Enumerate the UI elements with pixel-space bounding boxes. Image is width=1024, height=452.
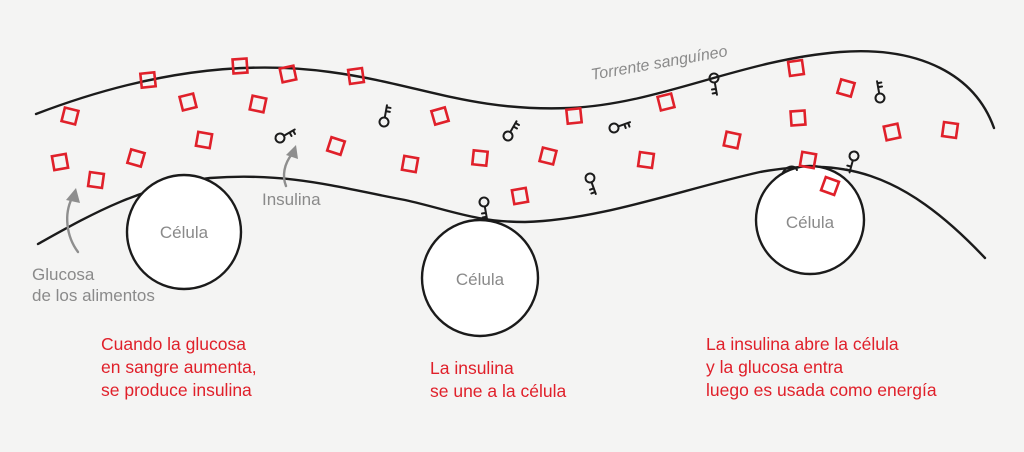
cell-right-label: Célula (786, 213, 835, 232)
key-icon (502, 120, 520, 142)
caption-step-2: La insulina se une a la célula (430, 357, 566, 403)
glucose-icon (194, 130, 214, 150)
glucose-icon (59, 105, 81, 127)
cell-middle: Célula (420, 218, 540, 338)
glucose-icon (655, 91, 677, 113)
caption-step-3: La insulina abre la célula y la glucosa … (706, 333, 937, 402)
cell-opening-hook (781, 165, 798, 175)
glucose-icon (325, 135, 347, 157)
curved-arrow-icon (66, 196, 80, 254)
cell-left-label: Célula (160, 223, 209, 242)
curved-arrow-icon (282, 152, 294, 188)
glucose-icon (882, 122, 902, 142)
key-icon (584, 172, 597, 195)
insulin-label: Insulina (262, 190, 321, 209)
glucose-icon (470, 148, 490, 168)
cell-right: Célula (754, 164, 866, 276)
cell-middle-label: Célula (456, 270, 505, 289)
glucose-icon (786, 58, 806, 78)
caption-step-1-line-2: en sangre aumenta, (101, 357, 257, 377)
cell-right-circle (754, 164, 866, 276)
glucose-icon (125, 147, 147, 169)
key-icon (708, 72, 720, 96)
glucose-icon (231, 57, 249, 75)
key-icon (274, 128, 296, 144)
glucose-icon (798, 150, 818, 170)
glucose-icon (636, 150, 656, 170)
bloodstream-label: Torrente sanguíneo (590, 43, 729, 84)
glucose-icon (510, 186, 530, 206)
glucose-icon (722, 130, 742, 150)
key-icon (378, 104, 392, 128)
glucose-icon (789, 109, 807, 127)
glucose-label-line-2: de los alimentos (32, 286, 155, 305)
key-icon (874, 80, 886, 104)
glucose-molecules (50, 57, 960, 206)
glucose-icon (429, 105, 451, 127)
glucose-icon (278, 64, 298, 84)
glucose-icon (564, 106, 584, 126)
caption-step-3-line-1: La insulina abre la célula (706, 334, 899, 354)
glucose-icon (537, 145, 559, 167)
glucose-icon (138, 70, 158, 90)
caption-step-1-line-1: Cuando la glucosa (101, 334, 246, 354)
glucose-source-label: Glucosa de los alimentos (32, 264, 155, 306)
cell-middle-circle (420, 218, 540, 338)
glucose-icon (86, 170, 106, 190)
insulin-molecules (274, 72, 886, 220)
caption-step-1: Cuando la glucosa en sangre aumenta, se … (101, 333, 257, 402)
arrowhead-icon (286, 145, 298, 159)
caption-step-2-line-1: La insulina (430, 358, 514, 378)
key-icon (845, 150, 860, 174)
glucose-icon (346, 66, 366, 86)
caption-step-1-line-3: se produce insulina (101, 380, 252, 400)
glucose-label-line-1: Glucosa (32, 265, 95, 284)
glucose-icon (819, 175, 841, 197)
glucose-icon (400, 154, 420, 174)
cell-left: Célula (125, 173, 243, 291)
caption-step-2-line-2: se une a la célula (430, 381, 567, 401)
insulin-pointer (282, 145, 298, 188)
glucose-icon (835, 77, 857, 99)
bloodstream-upper-wall (34, 50, 996, 130)
key-icon (608, 121, 631, 134)
glucose-icon (940, 120, 960, 140)
caption-step-3-line-3: luego es usada como energía (706, 380, 937, 400)
key-icon (478, 196, 490, 220)
arrowhead-icon (66, 188, 80, 203)
glucose-pointer (66, 188, 80, 254)
caption-step-3-line-2: y la glucosa entra (706, 357, 844, 377)
glucose-icon (248, 94, 268, 114)
cell-left-circle (125, 173, 243, 291)
glucose-icon (177, 91, 199, 113)
glucose-icon (50, 152, 70, 172)
